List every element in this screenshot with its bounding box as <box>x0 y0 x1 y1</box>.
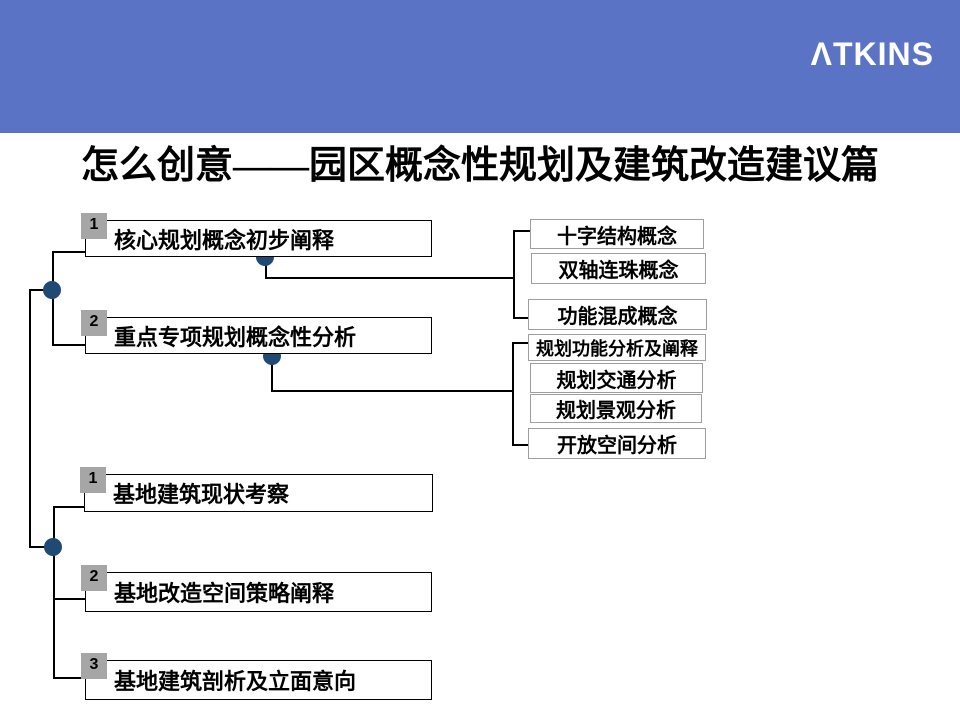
connector-line <box>52 290 54 346</box>
connector-dot <box>43 281 61 299</box>
connector-dot <box>44 538 62 556</box>
connector-line <box>29 289 52 291</box>
connector-line <box>512 444 529 446</box>
badge-number: 1 <box>81 213 107 239</box>
box-mixed-function-concept: 功能混成概念 <box>528 299 707 330</box>
box-label: 开放空间分析 <box>557 435 677 457</box>
box-label: 十字结构概念 <box>557 225 677 248</box>
badge-number: 1 <box>80 467 106 493</box>
connector-line <box>513 230 515 319</box>
connector-line <box>512 342 529 344</box>
connector-line <box>52 251 54 290</box>
connector-line <box>512 342 514 445</box>
connector-line <box>52 251 86 253</box>
connector-line <box>53 677 85 679</box>
box-planning-traffic-analysis: 规划交通分析 <box>530 363 703 393</box>
box-label: 核心规划概念初步阐释 <box>114 227 335 253</box>
box-open-space-analysis: 开放空间分析 <box>528 428 706 459</box>
box-label: 重点专项规划概念性分析 <box>114 324 357 350</box>
box-label: 双轴连珠概念 <box>558 260 679 282</box>
slide-title: 怎么创意——园区概念性规划及建筑改造建议篇 <box>80 145 879 187</box>
connector-line <box>271 390 513 392</box>
connector-line <box>265 257 267 279</box>
connector-line <box>53 547 55 679</box>
connector-line <box>53 506 55 547</box>
box-cross-structure-concept: 十字结构概念 <box>530 219 704 249</box>
box-core-planning-concept: 1 核心规划概念初步阐释 <box>81 213 432 257</box>
box-planning-function-analysis: 规划功能分析及阐释 <box>528 334 706 361</box>
box-site-renovation-strategy: 2 基地改造空间策略阐释 <box>81 565 432 612</box>
connector-line <box>513 230 531 232</box>
box-site-building-section-facade: 3 基地建筑剖析及立面意向 <box>81 653 432 700</box>
header-band: ΛTKINS <box>0 0 960 133</box>
box-key-special-planning-analysis: 2 重点专项规划概念性分析 <box>81 310 432 354</box>
connector-line <box>29 546 53 548</box>
box-site-building-survey: 1 基地建筑现状考察 <box>80 467 433 512</box>
connector-line <box>29 289 31 548</box>
badge-number: 2 <box>81 565 107 591</box>
connector-line <box>271 356 273 392</box>
connector-line <box>53 598 85 600</box>
box-label: 规划景观分析 <box>556 400 676 422</box>
badge-number: 3 <box>81 653 107 679</box>
connector-line <box>265 277 514 279</box>
box-label: 规划功能分析及阐释 <box>536 338 698 359</box>
badge-number: 2 <box>81 310 107 336</box>
box-planning-landscape-analysis: 规划景观分析 <box>530 394 702 423</box>
box-label: 基地建筑剖析及立面意向 <box>114 669 357 694</box>
box-label: 功能混成概念 <box>557 306 678 328</box>
box-label: 基地改造空间策略阐释 <box>114 581 335 606</box>
connector-line <box>53 506 85 508</box>
box-double-axis-concept: 双轴连珠概念 <box>531 253 706 284</box>
connector-line <box>52 344 86 346</box>
connector-line <box>513 317 529 319</box>
atkins-logo: ΛTKINS <box>810 36 934 72</box>
box-label: 规划交通分析 <box>556 369 677 392</box>
box-label: 基地建筑现状考察 <box>113 482 290 507</box>
